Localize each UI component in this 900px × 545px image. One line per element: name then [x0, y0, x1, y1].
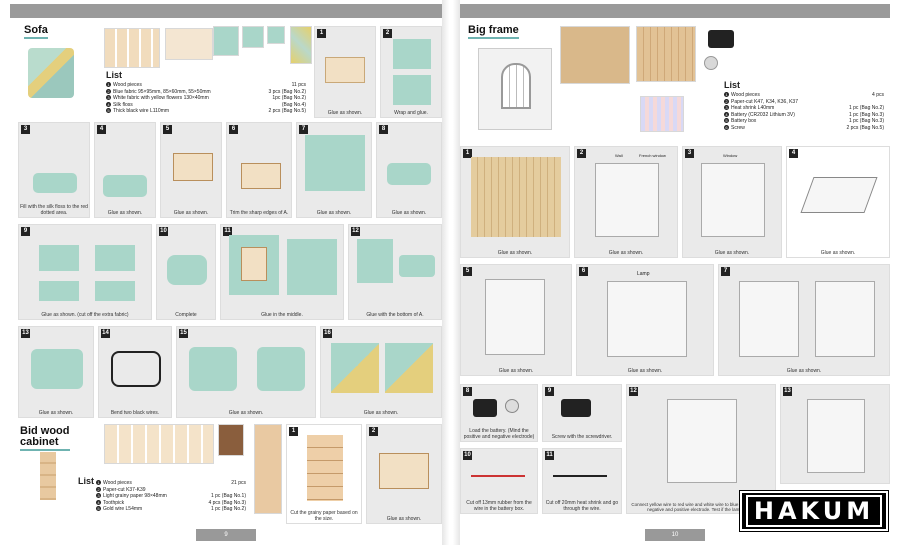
cabinet-paper-cut — [218, 424, 244, 456]
sofa-step-2: 2 Wrap and glue. — [380, 26, 442, 118]
battery-box — [708, 30, 734, 48]
frame-section-title: Big frame — [468, 24, 519, 39]
right-page-header-bar — [460, 4, 890, 18]
cabinet-image — [40, 452, 56, 500]
sofa-list-title: List — [106, 70, 123, 80]
left-page-header-bar — [10, 4, 442, 18]
left-page-footer-bar: 9 — [196, 529, 256, 541]
sofa-wood-pieces-diagram — [104, 28, 160, 68]
watermark-logo: HAKUM — [739, 490, 889, 532]
grainy-paper — [254, 424, 282, 514]
blue-fabric-large — [213, 26, 239, 56]
book-gutter — [442, 0, 460, 545]
sofa-step-1: 1 Glue as shown. — [314, 26, 376, 118]
cabinet-wood-pieces-diagram — [104, 424, 214, 464]
paper-cut-sheet — [640, 96, 684, 132]
wood-board-1 — [560, 26, 630, 84]
right-page-number: 10 — [671, 532, 679, 538]
left-page-number: 9 — [224, 532, 228, 538]
frame-step-13: 13 — [780, 384, 890, 484]
blue-fabric-small — [267, 26, 285, 44]
sofa-wood-pieces-diagram-2 — [165, 28, 213, 60]
sofa-chair-image — [28, 48, 74, 98]
wood-board-2 — [636, 26, 696, 82]
right-page-footer-bar: 10 — [645, 529, 705, 541]
blue-fabric-medium — [242, 26, 264, 48]
cabinet-list-title: List — [78, 476, 95, 486]
battery — [704, 56, 718, 70]
frame-image — [478, 48, 552, 130]
sofa-section-title: Sofa — [24, 24, 48, 39]
frame-list-title: List — [724, 80, 741, 90]
flower-fabric — [290, 26, 312, 64]
